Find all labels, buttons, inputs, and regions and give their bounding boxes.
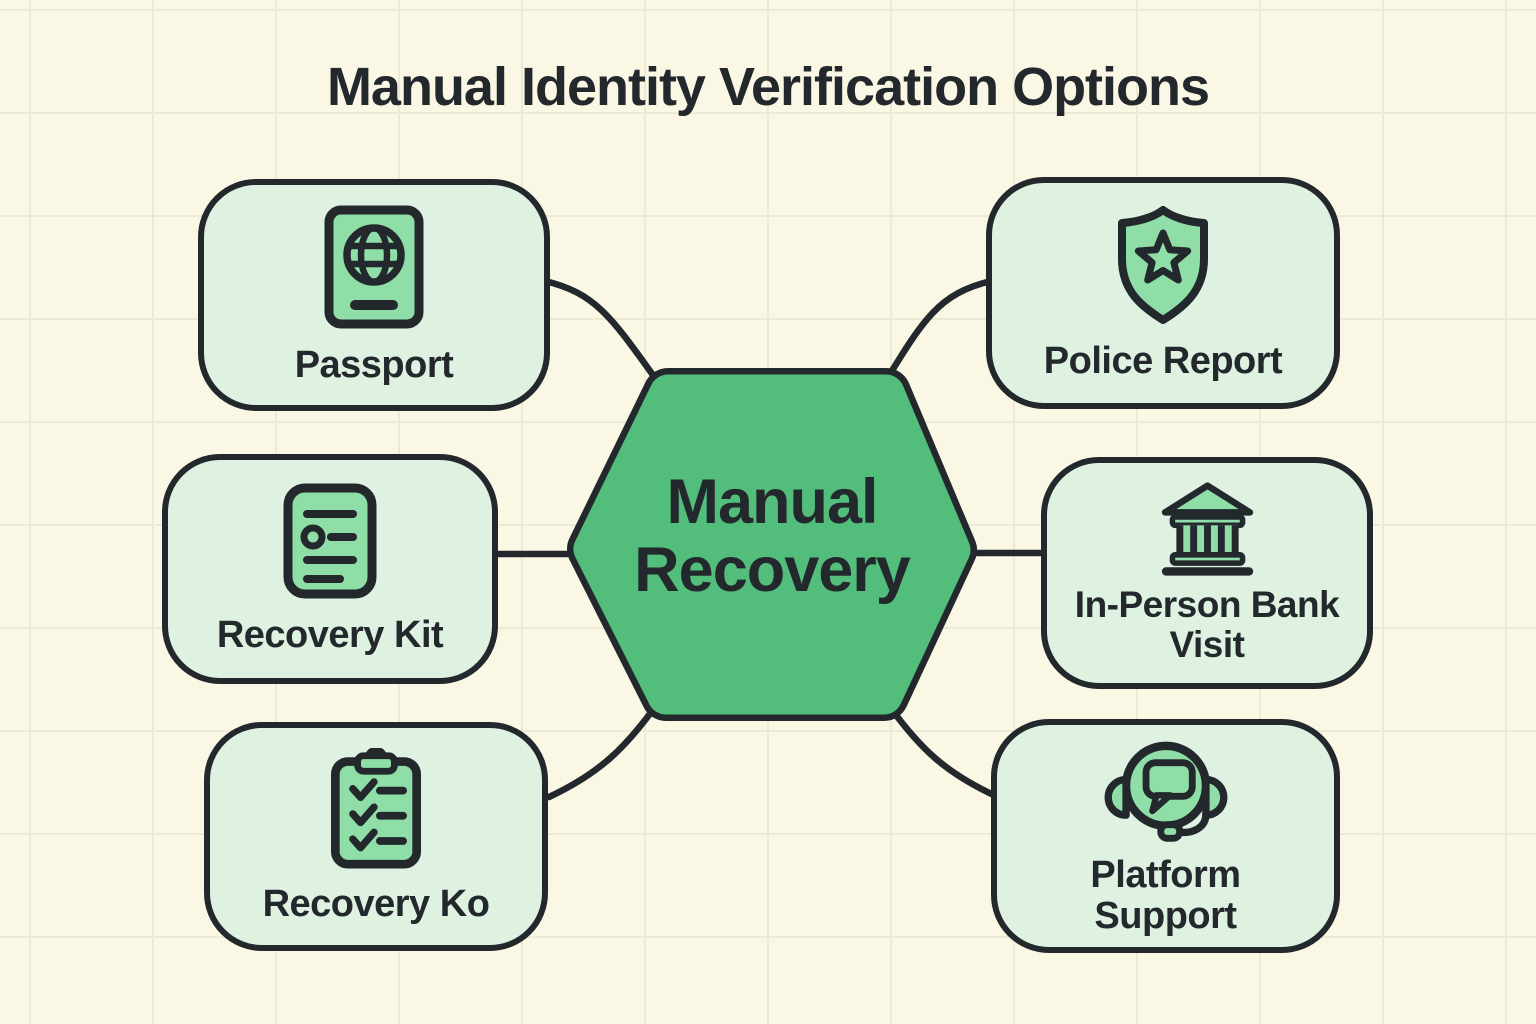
shield-star-icon — [1118, 206, 1208, 325]
node-label: Passport — [294, 344, 454, 387]
node-passport: Passport — [198, 179, 550, 411]
page-title: Manual Identity Verification Options — [326, 57, 1210, 117]
node-label: Police Report — [1043, 340, 1283, 383]
passport-icon — [324, 205, 424, 329]
connector-passport — [541, 277, 669, 396]
document-lines-icon — [283, 483, 377, 599]
node-label: Recovery Kit — [216, 614, 444, 657]
node-police-report: Police Report — [986, 177, 1340, 409]
node-label: Platform Support — [1090, 853, 1241, 937]
node-platform-support: Platform Support — [991, 719, 1340, 953]
bank-icon — [1161, 482, 1253, 576]
node-label: In-Person Bank Visit — [1074, 584, 1340, 665]
node-recovery-kit: Recovery Kit — [162, 454, 498, 684]
connector-police-report — [875, 277, 995, 396]
node-label: Recovery Ko — [262, 882, 490, 925]
headset-chat-icon — [1104, 741, 1227, 842]
clipboard-checklist-icon — [330, 747, 422, 869]
connector-recovery-ko — [545, 703, 659, 801]
connector-platform-support — [886, 703, 1002, 801]
manual-recovery-hexagon — [567, 368, 977, 721]
node-bank-visit: In-Person Bank Visit — [1041, 457, 1373, 689]
node-recovery-ko: Recovery Ko — [204, 722, 548, 951]
center-node-label: Manual Recovery — [634, 467, 911, 606]
